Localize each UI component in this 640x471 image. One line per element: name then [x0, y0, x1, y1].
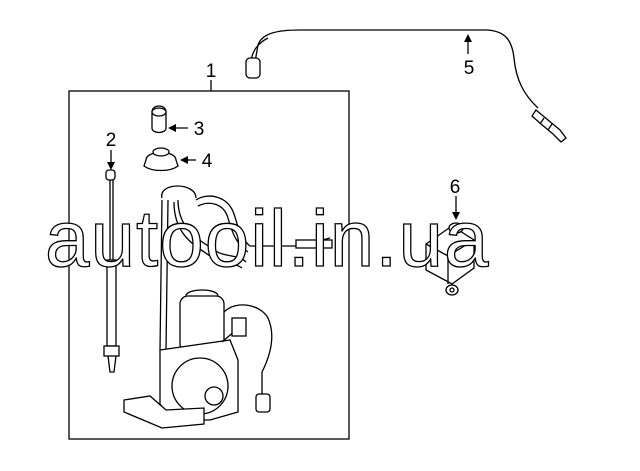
nut-part	[143, 147, 179, 172]
antenna-cable-part	[245, 29, 567, 143]
arrow-4	[180, 156, 188, 164]
callout-2: 2	[106, 130, 117, 151]
cable-plug	[531, 109, 567, 143]
callout-5: 5	[464, 58, 475, 79]
watermark: autooil.in.ua	[45, 194, 489, 283]
antenna-module-part	[425, 222, 475, 296]
cap-part	[151, 105, 167, 134]
assembly-box	[68, 90, 350, 440]
callout-6: 6	[450, 177, 461, 198]
cable-end-cap	[245, 57, 261, 79]
callout-4: 4	[202, 151, 213, 172]
callout-1: 1	[206, 61, 217, 82]
arrow-6	[452, 212, 460, 220]
arrow-2	[107, 162, 115, 170]
callout-3: 3	[194, 119, 205, 140]
arrow-5	[464, 34, 472, 42]
arrow-3	[168, 124, 176, 132]
motor-assembly	[123, 185, 333, 429]
antenna-mast-part	[103, 169, 120, 373]
